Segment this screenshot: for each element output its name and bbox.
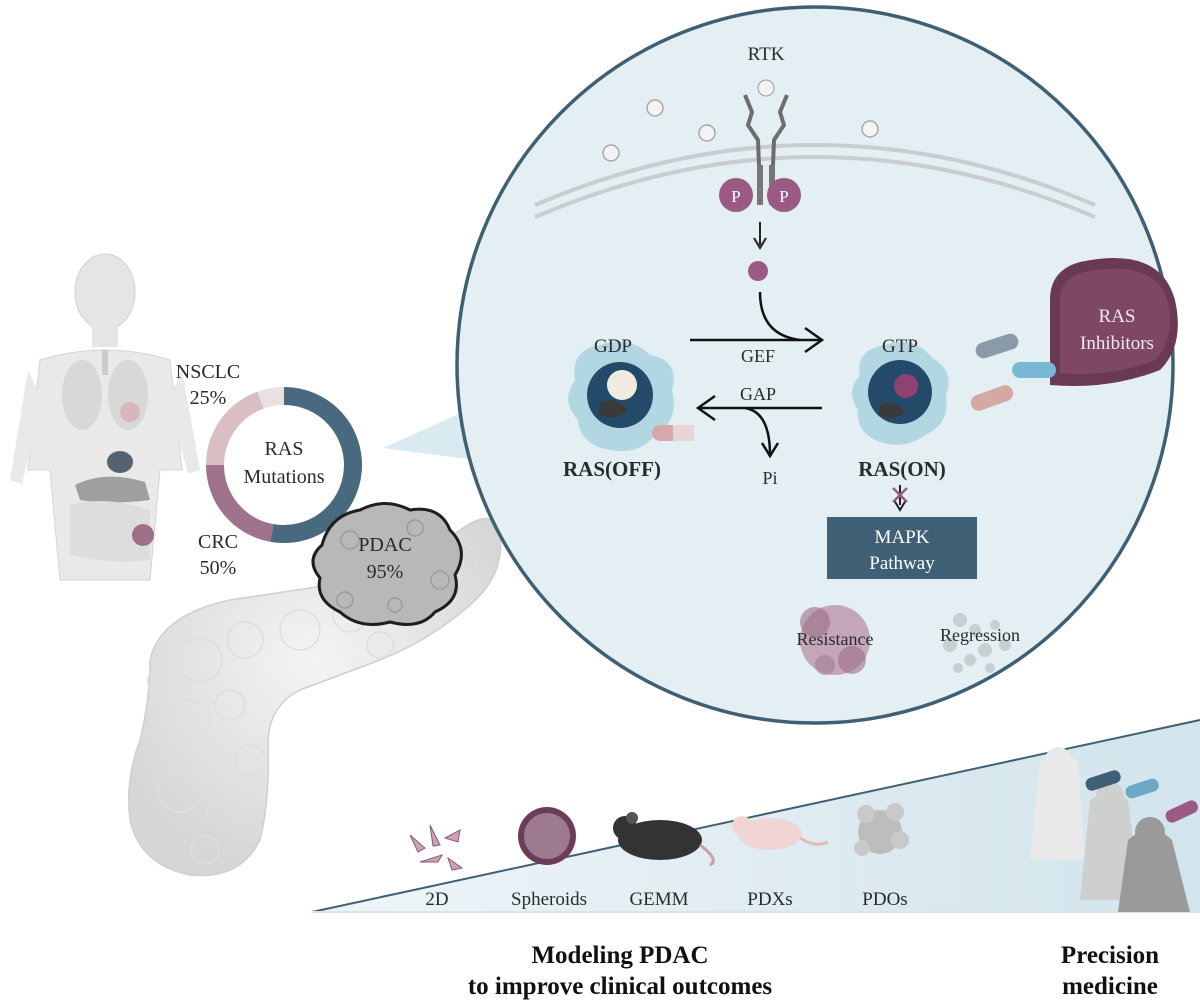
model-label-gemm: GEMM — [629, 889, 688, 910]
ring-segment-nsclc — [206, 391, 264, 466]
spheroid-icon — [518, 807, 576, 865]
nsclc-percent: 25% — [190, 387, 227, 409]
gef-arrow — [690, 291, 825, 354]
ras-inhibitors-capsule: RAS Inhibitors — [1050, 257, 1178, 386]
model-label-pdxs: PDXs — [747, 889, 792, 910]
gemm-mouse-icon — [613, 812, 715, 867]
ligand-particles — [602, 99, 879, 162]
pi-label: Pi — [762, 468, 777, 488]
ring-center-line2: Mutations — [243, 466, 324, 488]
pdo-organoid-icon — [854, 803, 909, 856]
pdac-percent: 95% — [367, 561, 404, 583]
ras-off-label: RAS(OFF) — [563, 457, 661, 481]
phospho-right: P — [779, 187, 788, 206]
nsclc-label: NSCLC — [176, 361, 240, 383]
ras-on-label: RAS(ON) — [858, 457, 946, 481]
crc-percent: 50% — [200, 557, 237, 579]
crc-label: CRC — [198, 531, 238, 553]
gap-label: GAP — [740, 384, 776, 404]
ras-off-protein — [568, 341, 674, 451]
mapk-line2: Pathway — [869, 553, 935, 574]
model-label-pdos: PDOs — [862, 889, 907, 910]
inhibitors-line1: RAS — [1099, 306, 1136, 327]
colon-tumor — [132, 524, 154, 546]
modeling-caption: Modeling PDAC to improve clinical outcom… — [440, 940, 800, 1002]
model-label-spheroids: Spheroids — [511, 889, 587, 910]
precision-caption: Precision medicine — [1035, 940, 1185, 1002]
gef-label: GEF — [741, 346, 775, 366]
human-body-silhouette — [10, 253, 200, 581]
regression-cluster — [943, 613, 1011, 673]
regression-label: Regression — [940, 625, 1020, 645]
inhibitors-line2: Inhibitors — [1080, 333, 1154, 354]
2d-culture-icon — [409, 824, 464, 871]
ring-segments — [206, 387, 362, 543]
gtp-label: GTP — [882, 336, 918, 357]
pdac-tumor: PDAC 95% — [311, 502, 463, 626]
ras-on-protein — [851, 341, 949, 445]
modeling-caption-line1: Modeling PDAC — [531, 942, 709, 969]
patient-silhouettes-icon — [1030, 747, 1198, 912]
mapk-line1: MAPK — [875, 527, 930, 548]
gdp-label: GDP — [594, 336, 632, 357]
cell-zoom-circle: RTK P P — [455, 5, 1175, 725]
ring-segment-crc — [206, 464, 274, 542]
model-ramp — [311, 719, 1200, 913]
precision-caption-line1: Precision — [1060, 942, 1160, 969]
inhibitor-pills — [970, 333, 1056, 411]
ras-mutation-ring: RAS Mutations NSCLC 25% CRC 50% — [176, 361, 362, 579]
resistance-label: Resistance — [797, 629, 874, 649]
resistance-cluster — [800, 605, 870, 675]
ring-center-line1: RAS — [265, 438, 304, 460]
modeling-caption-line2: to improve clinical outcomes — [467, 973, 773, 1000]
phospho-left: P — [731, 187, 740, 206]
model-labels: 2D Spheroids GEMM PDXs PDOs — [425, 889, 907, 910]
gap-arrow — [695, 394, 822, 459]
rtk-label: RTK — [748, 44, 785, 65]
precision-caption-line2: medicine — [1062, 973, 1158, 1000]
lung-tumor — [120, 402, 140, 422]
mapk-pathway-box: MAPK Pathway — [827, 517, 977, 579]
ring-segment-pdac — [270, 387, 362, 543]
pancreas-dark — [107, 451, 133, 473]
phosphate-groups: P P — [719, 178, 801, 212]
pdac-label: PDAC — [358, 534, 411, 556]
blocked-arrow — [892, 485, 908, 512]
model-label-2d: 2D — [425, 889, 448, 910]
pdx-mouse-icon — [732, 816, 829, 850]
adaptor-dot — [748, 261, 768, 281]
